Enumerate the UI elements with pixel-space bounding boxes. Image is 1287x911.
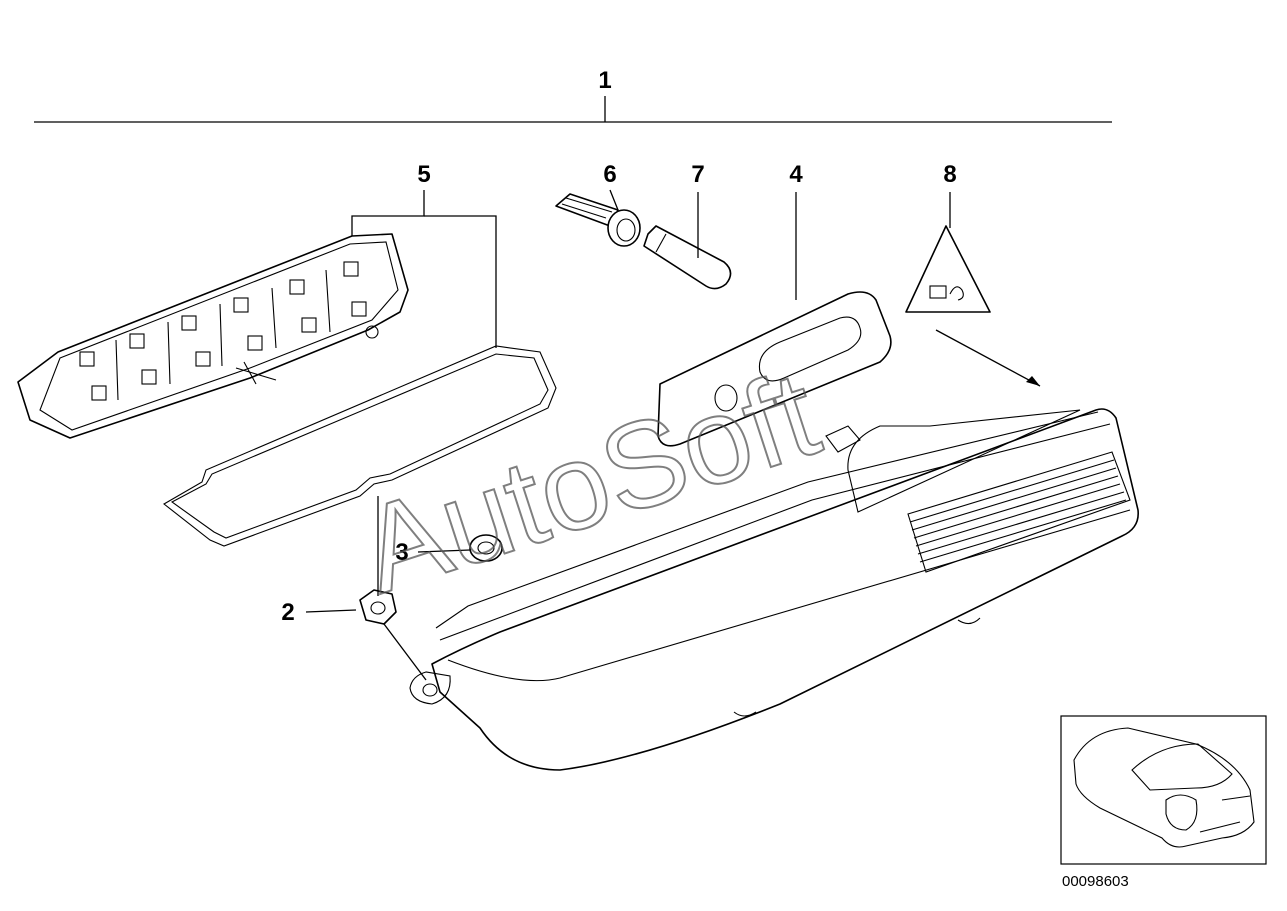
callout-7[interactable]: 7: [691, 161, 704, 188]
callout-2[interactable]: 2: [281, 599, 294, 626]
callout-8-group: 8: [943, 161, 957, 228]
gasket-plate-part: [657, 291, 892, 447]
gasket-frame-part: [163, 345, 557, 547]
callout-8[interactable]: 8: [943, 161, 956, 188]
warning-triangle-icon: [905, 225, 991, 313]
bulb-carrier-part: [17, 233, 409, 439]
washer-part: [469, 534, 503, 562]
callout-4-group: 4: [789, 161, 803, 300]
arrow-icon: [935, 329, 1041, 387]
callout-5-group: 5: [351, 161, 497, 348]
callout-1[interactable]: 1: [598, 67, 611, 94]
callout-6-group: 6: [603, 161, 619, 211]
callout-6[interactable]: 6: [603, 161, 616, 188]
warning-label-part: [905, 225, 1041, 387]
brake-light-housing-part: [409, 408, 1139, 771]
callout-3-group: 3: [395, 539, 471, 566]
car-thumbnail-icon: [1060, 715, 1267, 865]
nut-part: [359, 496, 427, 681]
callout-5[interactable]: 5: [417, 161, 430, 188]
callout-4[interactable]: 4: [789, 161, 803, 188]
callout-3[interactable]: 3: [395, 539, 408, 566]
callout-2-group: 2: [281, 599, 357, 626]
callout-7-group: 7: [691, 161, 705, 258]
bulb-socket-part: [555, 193, 641, 247]
bulb-part: [643, 225, 732, 290]
assembly-callout-group: 1: [34, 67, 1112, 123]
diagram-reference-number: 00098603: [1062, 873, 1129, 890]
